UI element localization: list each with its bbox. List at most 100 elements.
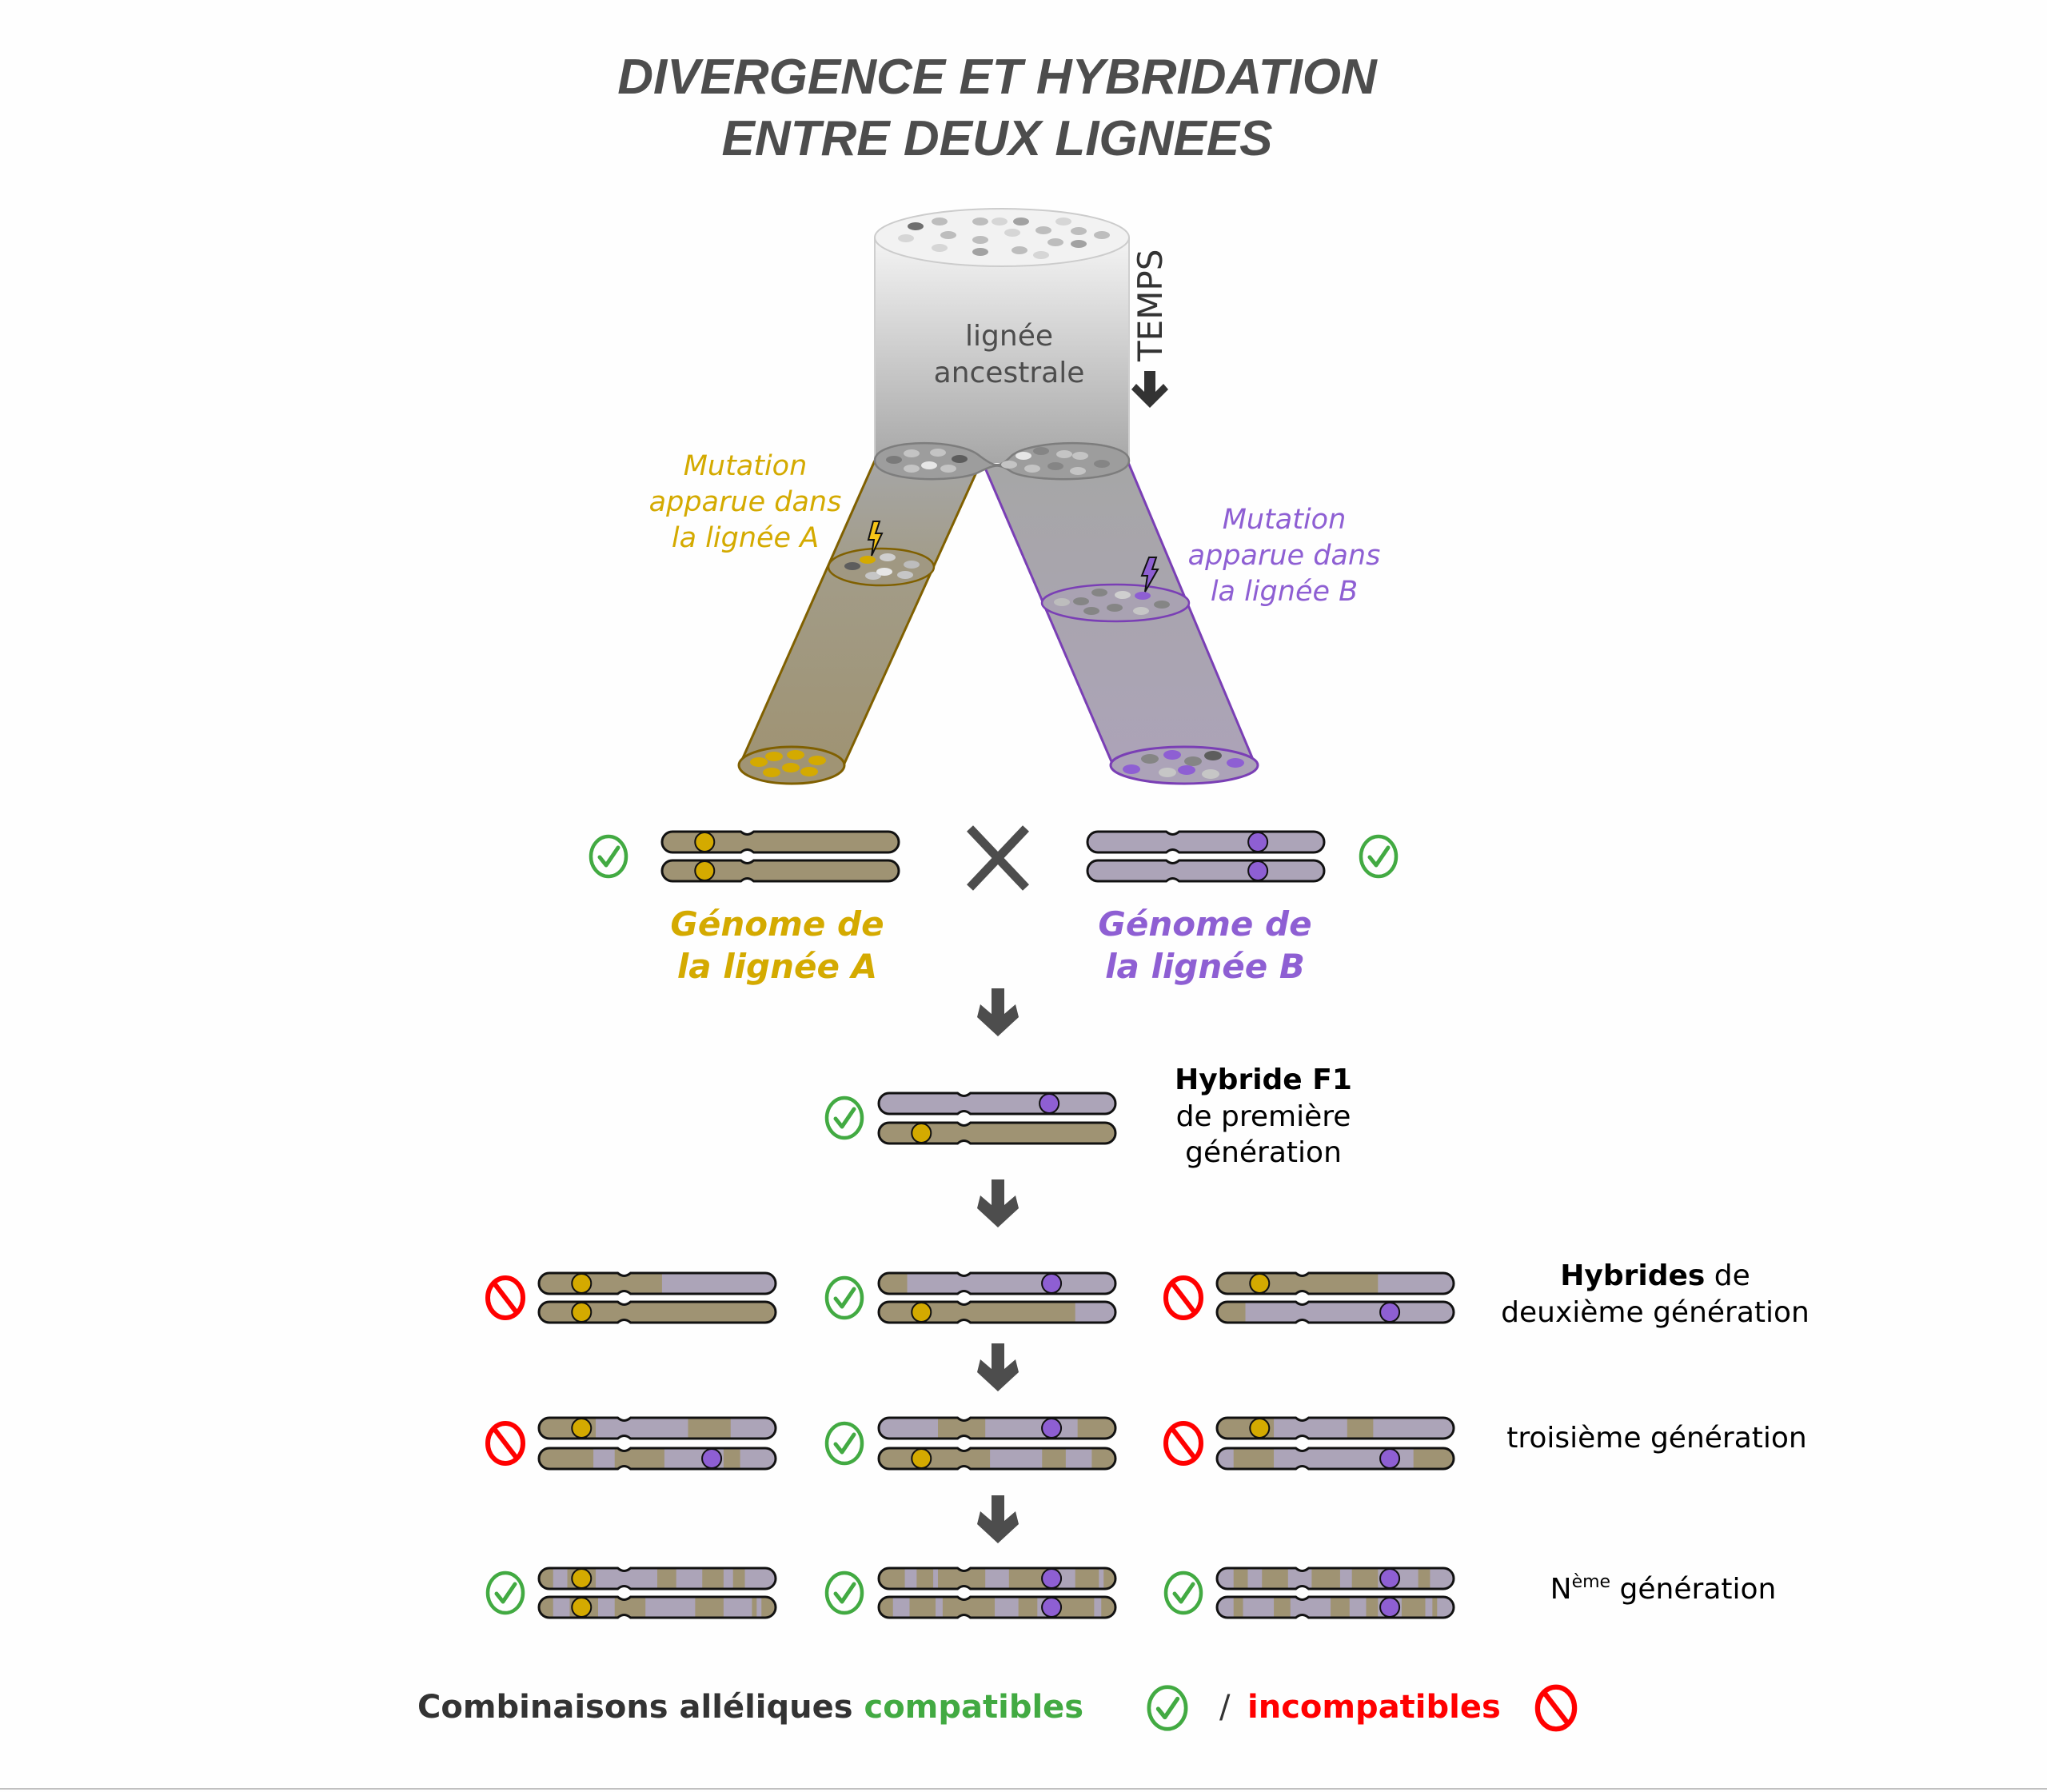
status-icons: [485, 834, 1399, 1615]
allele-a-marker: [571, 1273, 593, 1294]
fn-chromosome-2-b: [877, 1595, 1117, 1619]
compatible-check-icon: [589, 834, 628, 879]
compatible-check-icon: [1359, 834, 1399, 879]
fn-chromosome-1-b: [537, 1595, 777, 1619]
f3-chromosome-1-a: [537, 1416, 777, 1440]
allele-a-marker: [694, 832, 716, 852]
f3-label: troisième génération: [1506, 1422, 1807, 1455]
legend-check-icon: [1147, 1685, 1188, 1731]
mutation-b-label: Mutation apparue dans la lignée B: [1188, 504, 1381, 608]
mutation-b-line-3: la lignée B: [1211, 576, 1358, 608]
f2-chromosome-2-a: [877, 1271, 1117, 1295]
compatible-check-icon: [824, 1570, 864, 1615]
down-arrow-icon-2: [977, 1179, 1019, 1227]
allele-a-marker: [911, 1448, 932, 1469]
chromosome-pairs: [537, 830, 1455, 1619]
fn-label: Nème génération: [1550, 1572, 1777, 1606]
genome-b-label-line-1: Génome de: [1098, 904, 1311, 944]
allele-b-marker: [1247, 832, 1269, 852]
f2-chromosome-1-a: [537, 1271, 777, 1295]
title-line-1: DIVERGENCE ET HYBRIDATION: [617, 50, 1378, 105]
f2-chromosome-2-b: [877, 1300, 1117, 1324]
genome-a-label-line-2: la lignée A: [677, 947, 877, 986]
allele-a-marker: [1249, 1418, 1271, 1439]
down-arrow-icon-3: [977, 1343, 1019, 1391]
f3-chromosome-2-b: [877, 1447, 1117, 1471]
allele-a-marker: [911, 1302, 932, 1323]
lineage-b-branch: [983, 460, 1259, 785]
f2-title-bold: Hybrides: [1560, 1259, 1705, 1292]
genome-a-chromosome-1: [660, 830, 900, 854]
incompatible-prohibited-icon: [485, 1275, 525, 1320]
genome-a-label-line-1: Génome de: [670, 904, 884, 944]
legend-compatible: compatibles: [864, 1689, 1083, 1726]
legend-separator: /: [1219, 1689, 1231, 1726]
f2-chromosome-3-b: [1215, 1300, 1455, 1324]
down-arrow-icon-1: [977, 988, 1019, 1036]
ancestral-allele-dots: [898, 218, 1110, 259]
allele-b-marker: [1041, 1418, 1063, 1439]
fn-chromosome-3-b: [1215, 1595, 1455, 1619]
mutation-a-line-2: apparue dans: [649, 486, 842, 518]
time-arrow-down-icon: [1131, 371, 1168, 408]
allele-b-marker: [1039, 1093, 1060, 1114]
legend-text: Combinaisons alléliques compatibles: [417, 1689, 1083, 1726]
allele-a-marker: [1249, 1273, 1271, 1294]
lineage-b-end: [1109, 745, 1259, 785]
incompatible-prohibited-icon: [1163, 1421, 1203, 1466]
allele-b-marker: [1379, 1597, 1401, 1618]
f1-title: Hybride F1: [1175, 1064, 1352, 1096]
fn-chromosome-2-a: [877, 1567, 1117, 1590]
genome-a-chromosome-2: [660, 859, 900, 883]
incompatible-prohibited-icon: [1163, 1275, 1203, 1320]
lightning-icon-b: [1140, 557, 1159, 593]
fn-label-n: N: [1550, 1573, 1572, 1606]
f3-chromosome-1-b: [537, 1447, 777, 1471]
time-indicator: TEMPS: [1131, 249, 1170, 408]
allele-b-marker: [1379, 1302, 1401, 1323]
mutation-a-line-3: la lignée A: [672, 522, 819, 554]
ancestral-label-line-1: lignée: [965, 320, 1053, 353]
f1-chromosome-2: [877, 1121, 1117, 1145]
allele-b-marker: [1247, 860, 1269, 881]
legend-compatible-icon: [1147, 1685, 1188, 1731]
time-label: TEMPS: [1131, 249, 1170, 362]
legend: Combinaisons alléliques compatibles / in…: [417, 1684, 1578, 1732]
allele-b-marker: [1379, 1448, 1401, 1469]
lineage-a-end: [737, 745, 846, 785]
incompatible-prohibited-icon: [485, 1421, 525, 1466]
lineage-a-branch: [737, 460, 981, 785]
lineage-a-mid-section: [827, 547, 936, 587]
allele-b-marker: [1041, 1273, 1063, 1294]
down-arrow-icon-4: [977, 1495, 1019, 1543]
f2-chromosome-1-b: [537, 1300, 777, 1324]
fn-chromosome-3-a: [1215, 1567, 1455, 1590]
f2-chromosome-3-a: [1215, 1271, 1455, 1295]
allele-b-marker: [1379, 1568, 1401, 1589]
cross-icon: [967, 825, 1029, 891]
mutation-b-line-2: apparue dans: [1188, 540, 1381, 572]
legend-prefix: Combinaisons alléliques: [417, 1689, 864, 1726]
fn-label-sup: ème: [1572, 1572, 1611, 1592]
legend-incompatible-icon: [1534, 1684, 1578, 1732]
lineage-b-mid-section: [1040, 583, 1191, 623]
f3-chromosome-3-a: [1215, 1416, 1455, 1440]
ancestral-lineage-cylinder: lignée ancestrale: [873, 208, 1131, 481]
genome-b-label-line-2: la lignée B: [1105, 947, 1305, 986]
allele-b-marker: [1041, 1597, 1063, 1618]
compatible-check-icon: [824, 1096, 864, 1140]
mutation-b-line-1: Mutation: [1223, 504, 1347, 536]
allele-a-marker: [571, 1302, 593, 1323]
allele-a-marker: [571, 1568, 593, 1589]
allele-a-marker: [694, 860, 716, 881]
allele-b-marker: [701, 1448, 723, 1469]
title-line-2: ENTRE DEUX LIGNEES: [722, 111, 1273, 166]
legend-prohibited-icon: [1534, 1684, 1578, 1732]
allele-b-marker: [1041, 1568, 1063, 1589]
mutation-a-allele: [860, 556, 876, 564]
f2-line-2: deuxième génération: [1501, 1296, 1810, 1329]
fn-label-rest: génération: [1610, 1573, 1776, 1606]
allele-a-marker: [571, 1597, 593, 1618]
mutation-a-label: Mutation apparue dans la lignée A: [649, 450, 842, 554]
